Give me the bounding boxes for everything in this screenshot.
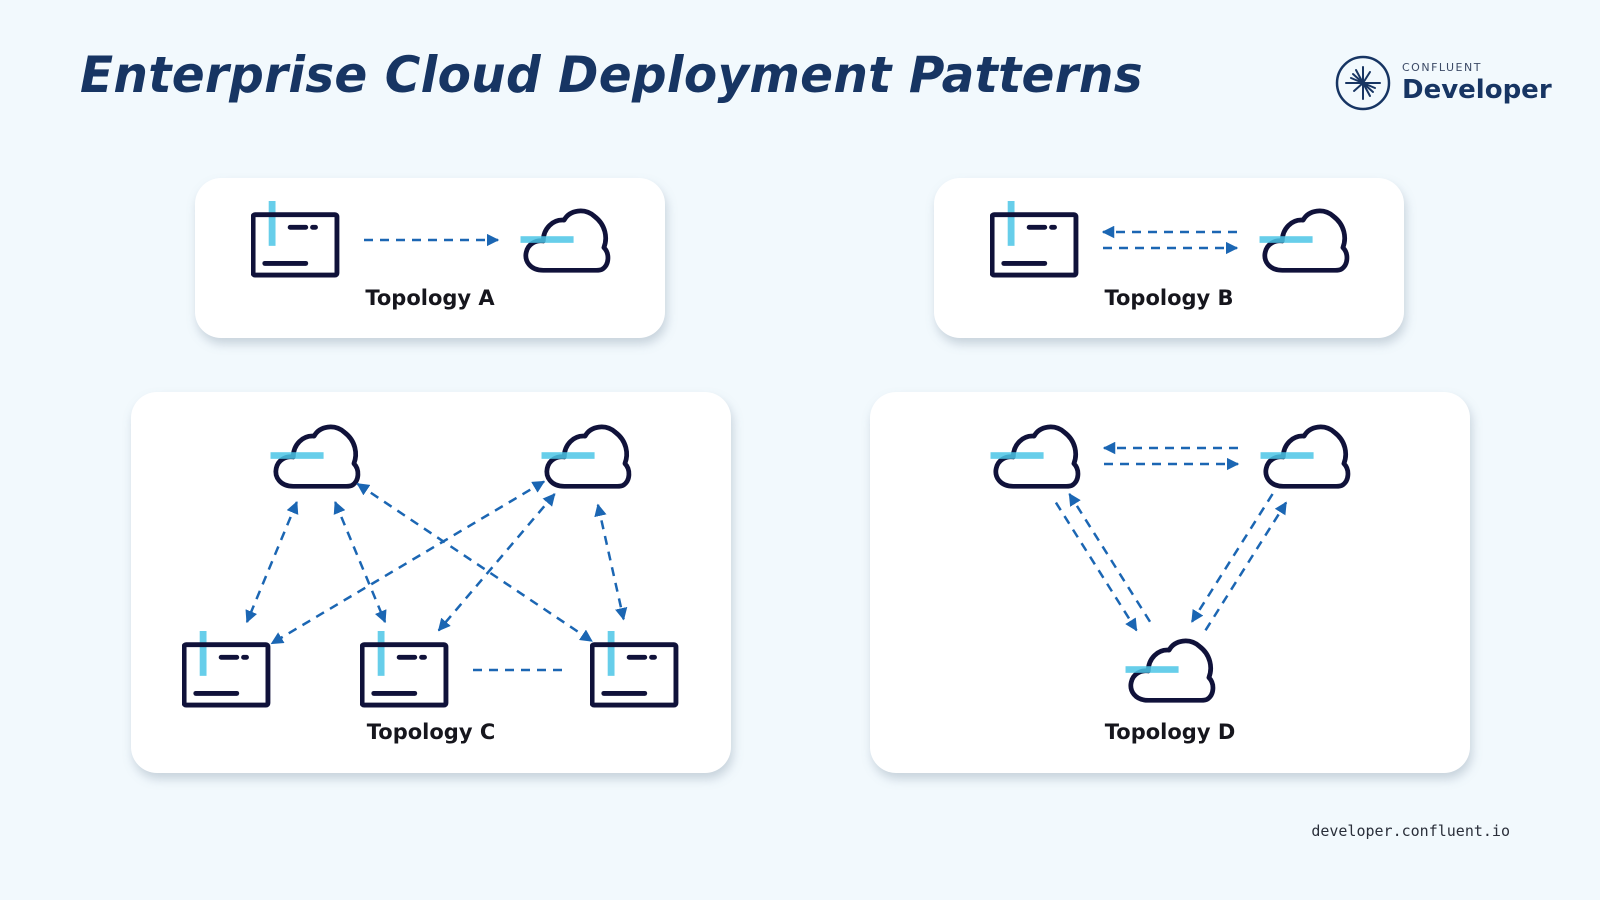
topology-d-link-2-backward	[1204, 501, 1288, 631]
topology-c-link-5	[594, 503, 628, 621]
topology-d-link-2-forward	[1190, 493, 1274, 623]
confluent-developer-logo: CONFLUENT Developer	[1334, 54, 1552, 112]
topology-d-label: Topology D	[1104, 720, 1236, 744]
topology-c-link-2	[356, 482, 593, 643]
logo-small-text: CONFLUENT	[1402, 61, 1482, 74]
topology-d-link-1-backward	[1068, 492, 1152, 623]
topology-a-label: Topology A	[365, 286, 495, 310]
topology-b-card: Topology B	[934, 178, 1404, 338]
footer-url: developer.confluent.io	[1311, 822, 1510, 840]
topology-c-link-0	[245, 501, 299, 624]
topology-c-datacenter-icon	[184, 631, 268, 705]
topology-d-link-1-forward	[1054, 501, 1138, 632]
topology-c-link-1	[333, 501, 387, 624]
topology-c-datacenter-icon	[592, 631, 676, 705]
topology-d-cloud-icon	[1261, 427, 1348, 486]
topology-c-cloud-icon	[542, 427, 629, 486]
logo-big-text: Developer	[1402, 75, 1552, 105]
confluent-starburst-icon	[1335, 55, 1391, 111]
topology-a-cloud-icon	[521, 211, 608, 270]
topology-d-cloud-icon	[991, 427, 1078, 486]
topology-c-link-3	[270, 480, 546, 645]
topology-b-cloud-icon	[1260, 211, 1347, 270]
page-title: Enterprise Cloud Deployment Patterns	[80, 46, 1143, 104]
topology-d-card: Topology D	[870, 392, 1470, 773]
topology-d-cloud-icon	[1126, 641, 1213, 700]
topology-a-datacenter-icon	[253, 201, 337, 275]
topology-c-datacenter-icon	[362, 631, 446, 705]
topology-b-label: Topology B	[1104, 286, 1234, 310]
topology-c-link-4	[437, 493, 556, 632]
topology-c-label: Topology C	[366, 720, 496, 744]
topology-b-datacenter-icon	[992, 201, 1076, 275]
topology-c-cloud-icon	[271, 427, 358, 486]
